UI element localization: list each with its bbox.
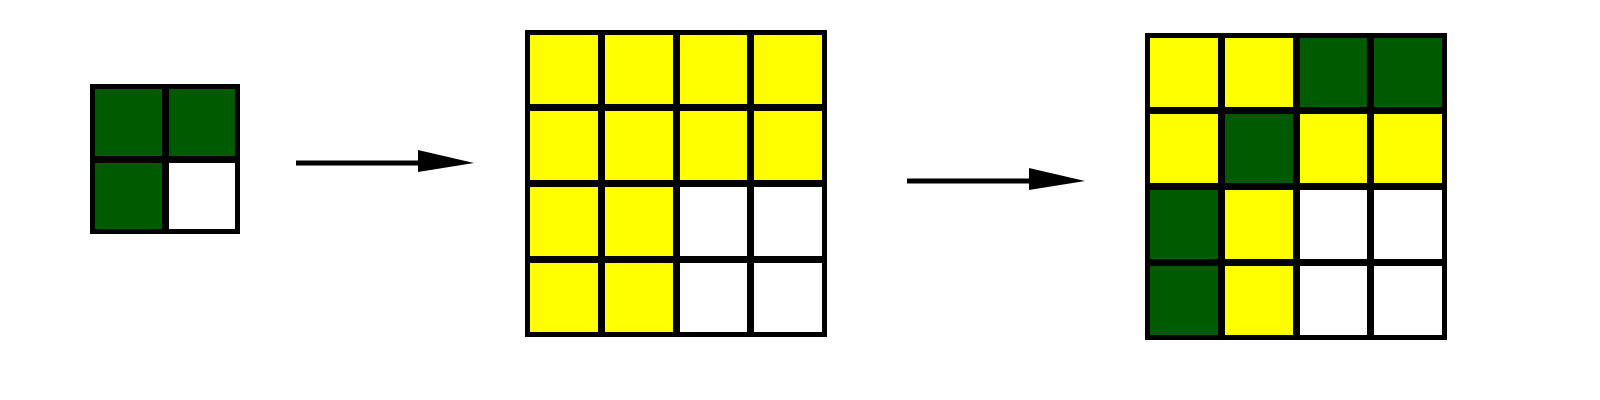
grid-cell bbox=[678, 34, 749, 105]
grid-cell bbox=[603, 262, 674, 333]
grid-cell bbox=[753, 262, 823, 333]
grid-cell bbox=[1373, 37, 1443, 108]
grid-cell bbox=[94, 88, 163, 157]
grid-cell bbox=[167, 161, 236, 230]
grid-cell bbox=[529, 34, 599, 105]
grid-cell bbox=[753, 186, 823, 257]
grid-cell bbox=[1373, 189, 1443, 260]
arrow-right-icon bbox=[907, 168, 1085, 190]
input-grid bbox=[90, 84, 240, 234]
grid-cell bbox=[1298, 265, 1369, 336]
grid-cell bbox=[1149, 265, 1219, 336]
grid-cell bbox=[1298, 37, 1369, 108]
grid-cell bbox=[1223, 113, 1294, 184]
grid-cell bbox=[167, 88, 236, 157]
arrow-right-icon bbox=[296, 150, 474, 172]
grid-cell bbox=[1223, 37, 1294, 108]
grid-cell bbox=[1373, 265, 1443, 336]
grid-cell bbox=[1149, 37, 1219, 108]
grid-cell bbox=[1298, 189, 1369, 260]
grid-cell bbox=[1149, 189, 1219, 260]
grid-cell bbox=[529, 262, 599, 333]
grid-cell bbox=[603, 110, 674, 181]
grid-cell bbox=[603, 186, 674, 257]
grid-cell bbox=[1223, 189, 1294, 260]
grid-cell bbox=[94, 161, 163, 230]
grid-cell bbox=[603, 34, 674, 105]
grid-cell bbox=[753, 110, 823, 181]
grid-cell bbox=[678, 110, 749, 181]
grid-cell bbox=[753, 34, 823, 105]
output-grid bbox=[1145, 33, 1447, 340]
grid-cell bbox=[529, 186, 599, 257]
grid-cell bbox=[529, 110, 599, 181]
grid-cell bbox=[1373, 113, 1443, 184]
grid-cell bbox=[1149, 113, 1219, 184]
intermediate-grid bbox=[525, 30, 827, 337]
grid-cell bbox=[1223, 265, 1294, 336]
grid-cell bbox=[1298, 113, 1369, 184]
grid-cell bbox=[678, 262, 749, 333]
grid-cell bbox=[678, 186, 749, 257]
